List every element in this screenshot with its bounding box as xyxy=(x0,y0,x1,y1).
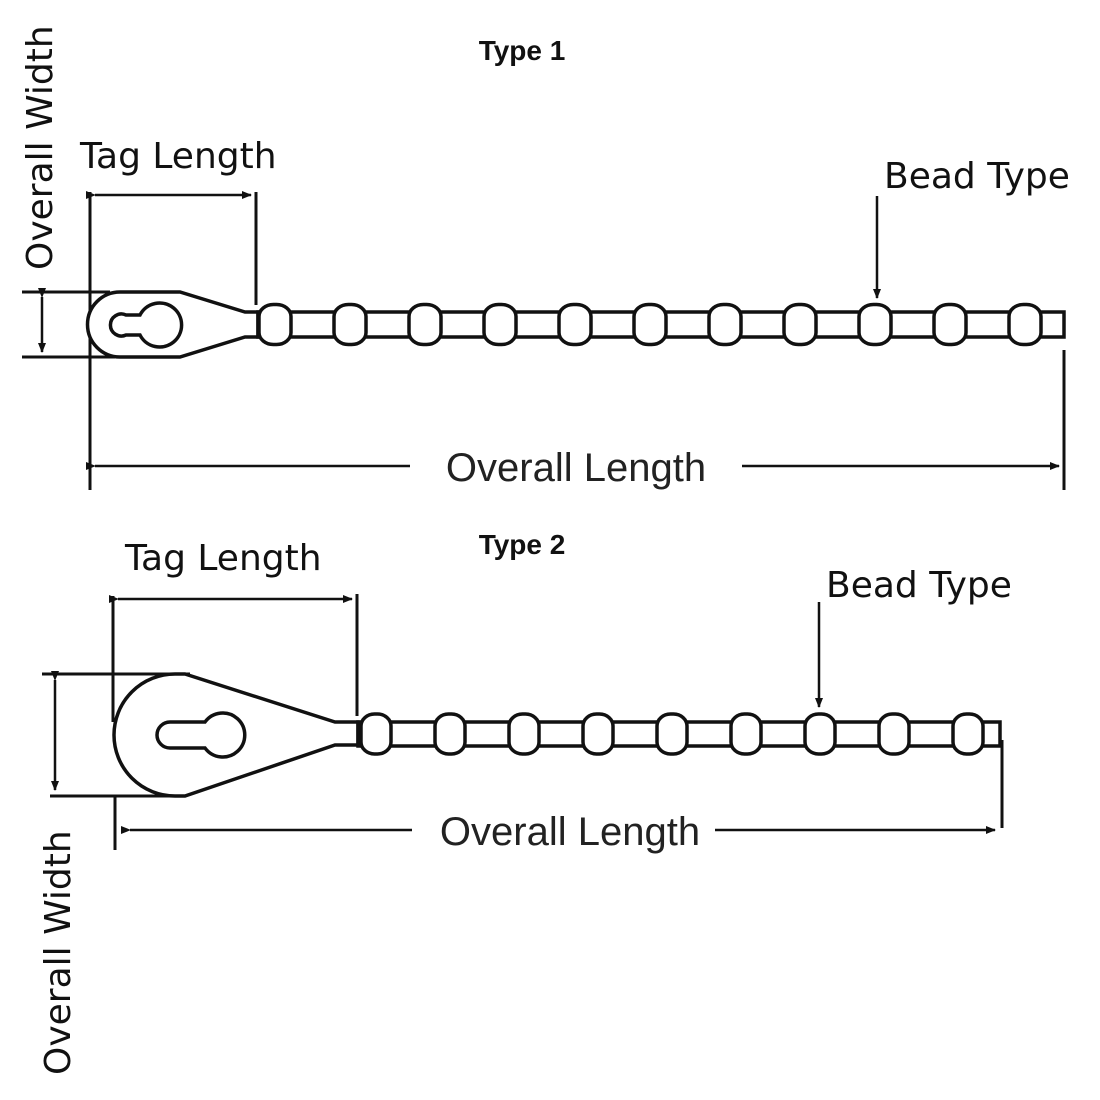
type-1-overall-width-label: Overall Width xyxy=(20,25,61,270)
bead xyxy=(482,302,518,347)
bead xyxy=(632,302,668,347)
bead xyxy=(655,712,689,756)
type-2-beads xyxy=(359,712,985,756)
bead xyxy=(782,302,818,347)
bead xyxy=(803,712,837,756)
type-1-keyhole xyxy=(108,301,184,349)
type-2-tag-length-label: Tag Length xyxy=(124,538,322,579)
type-1-title: Type 1 xyxy=(479,35,566,66)
bead xyxy=(507,712,541,756)
type-1-beads xyxy=(257,302,1043,347)
bead xyxy=(857,302,893,347)
bead xyxy=(257,302,293,347)
type-2-overall-width-label: Overall Width xyxy=(38,830,79,1075)
type-2-title: Type 2 xyxy=(479,529,566,560)
type-1-tag-length-label: Tag Length xyxy=(79,136,277,177)
type-1-diagram: Type 1 Overall Width Tag Length Bead Typ… xyxy=(20,25,1070,490)
bead xyxy=(1007,302,1043,347)
bead xyxy=(557,302,593,347)
type-2-diagram: Type 2 Tag Length Overall Width Bead Typ… xyxy=(38,529,1012,1075)
bead xyxy=(729,712,763,756)
type-1-bead-type-label: Bead Type xyxy=(884,156,1070,197)
bead xyxy=(359,712,393,756)
bead xyxy=(877,712,911,756)
bead xyxy=(581,712,615,756)
type-2-bead-type-label: Bead Type xyxy=(826,565,1012,606)
bead xyxy=(707,302,743,347)
type-2-keyhole xyxy=(155,711,247,759)
type-2-overall-length-label: Overall Length xyxy=(440,810,700,854)
bead xyxy=(332,302,368,347)
bead xyxy=(932,302,968,347)
bead xyxy=(433,712,467,756)
bead xyxy=(951,712,985,756)
bead xyxy=(407,302,443,347)
type-1-overall-length-label: Overall Length xyxy=(446,446,706,490)
